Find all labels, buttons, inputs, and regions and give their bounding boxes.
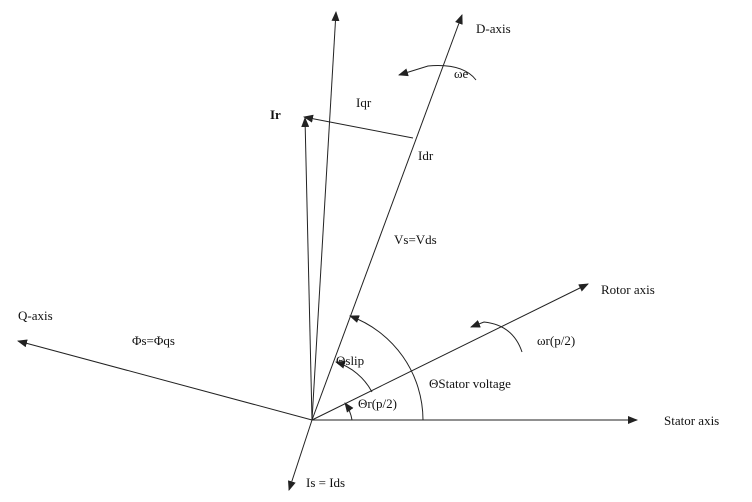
vs-vds-label: Vs=Vds	[394, 232, 437, 247]
omega-r-label: ωr(p/2)	[537, 333, 575, 348]
theta-stator-voltage-arc	[349, 315, 424, 421]
omega-r-rotation-arrow	[470, 320, 523, 353]
iqr-label: Iqr	[356, 95, 372, 110]
q-axis-line	[17, 339, 313, 421]
theta-r-label: Θr(p/2)	[358, 396, 397, 411]
is-ids-label: Is = Ids	[306, 475, 345, 490]
iqr-component-line	[303, 114, 414, 139]
theta-stator-voltage-label: ΘStator voltage	[429, 376, 511, 391]
stator-axis-label: Stator axis	[664, 413, 719, 428]
rotor-axis-line	[311, 283, 589, 421]
is-vector-line	[288, 419, 313, 491]
theta-slip-label: Θslip	[336, 353, 364, 368]
vertical-axis-line	[311, 11, 340, 421]
d-axis-line	[311, 14, 463, 421]
omega-e-label: ωe	[454, 66, 469, 81]
theta-r-arc	[344, 402, 354, 421]
idr-label: Idr	[418, 148, 434, 163]
ir-label: Ir	[270, 107, 281, 122]
q-axis-label: Q-axis	[18, 308, 53, 323]
d-axis-label: D-axis	[476, 21, 511, 36]
theta-slip-arc	[335, 360, 373, 393]
rotor-axis-label: Rotor axis	[601, 282, 655, 297]
omega-e-rotation-arrow	[398, 65, 477, 81]
phi-s-label: Φs=Φqs	[132, 333, 175, 348]
ir-vector-line	[301, 117, 313, 421]
